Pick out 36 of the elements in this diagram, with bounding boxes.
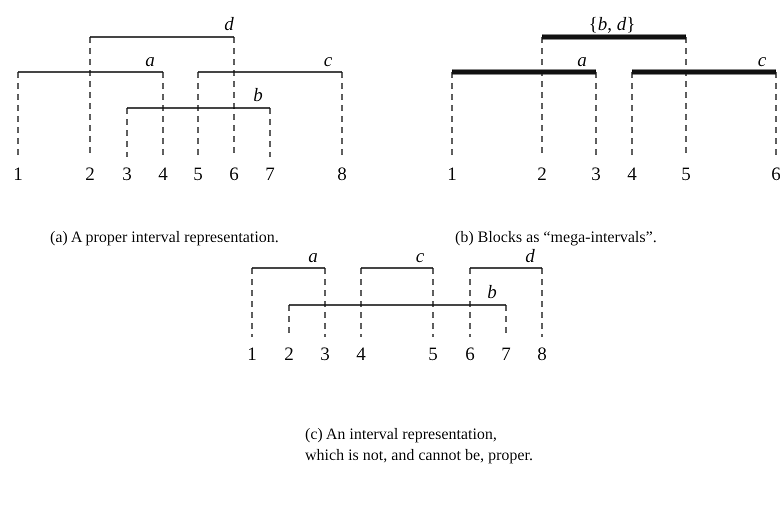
- point-number: 5: [193, 165, 203, 184]
- interval-label: a: [577, 51, 587, 70]
- interval-label: b: [253, 86, 263, 105]
- interval-label: c: [416, 247, 424, 266]
- point-number: 2: [284, 345, 294, 364]
- interval-label: b: [487, 283, 497, 302]
- point-number: 1: [447, 165, 457, 184]
- point-number: 4: [356, 345, 366, 364]
- point-number: 5: [681, 165, 691, 184]
- interval-label: {b, d}: [588, 15, 636, 34]
- interval-label: d: [525, 247, 535, 266]
- point-number: 7: [501, 345, 511, 364]
- interval-label: c: [758, 51, 766, 70]
- point-number: 2: [537, 165, 547, 184]
- point-number: 2: [85, 165, 95, 184]
- point-number: 5: [428, 345, 438, 364]
- point-number: 6: [465, 345, 475, 364]
- interval-label: d: [224, 15, 234, 34]
- point-number: 4: [158, 165, 168, 184]
- interval-label: a: [145, 51, 155, 70]
- point-number: 7: [265, 165, 275, 184]
- point-number: 3: [320, 345, 330, 364]
- interval-label: c: [324, 51, 332, 70]
- point-number: 6: [771, 165, 780, 184]
- point-number: 1: [13, 165, 23, 184]
- point-number: 4: [627, 165, 637, 184]
- point-number: 1: [247, 345, 257, 364]
- caption: (b) Blocks as “mega-intervals”.: [455, 228, 658, 248]
- caption: (c) An interval representation, which is not, and cannot be, proper.: [305, 425, 534, 466]
- point-number: 3: [122, 165, 132, 184]
- point-number: 8: [337, 165, 347, 184]
- point-number: 6: [229, 165, 239, 184]
- point-number: 3: [591, 165, 601, 184]
- caption: (a) A proper interval representation.: [50, 228, 280, 248]
- interval-label: a: [308, 247, 318, 266]
- point-number: 8: [537, 345, 547, 364]
